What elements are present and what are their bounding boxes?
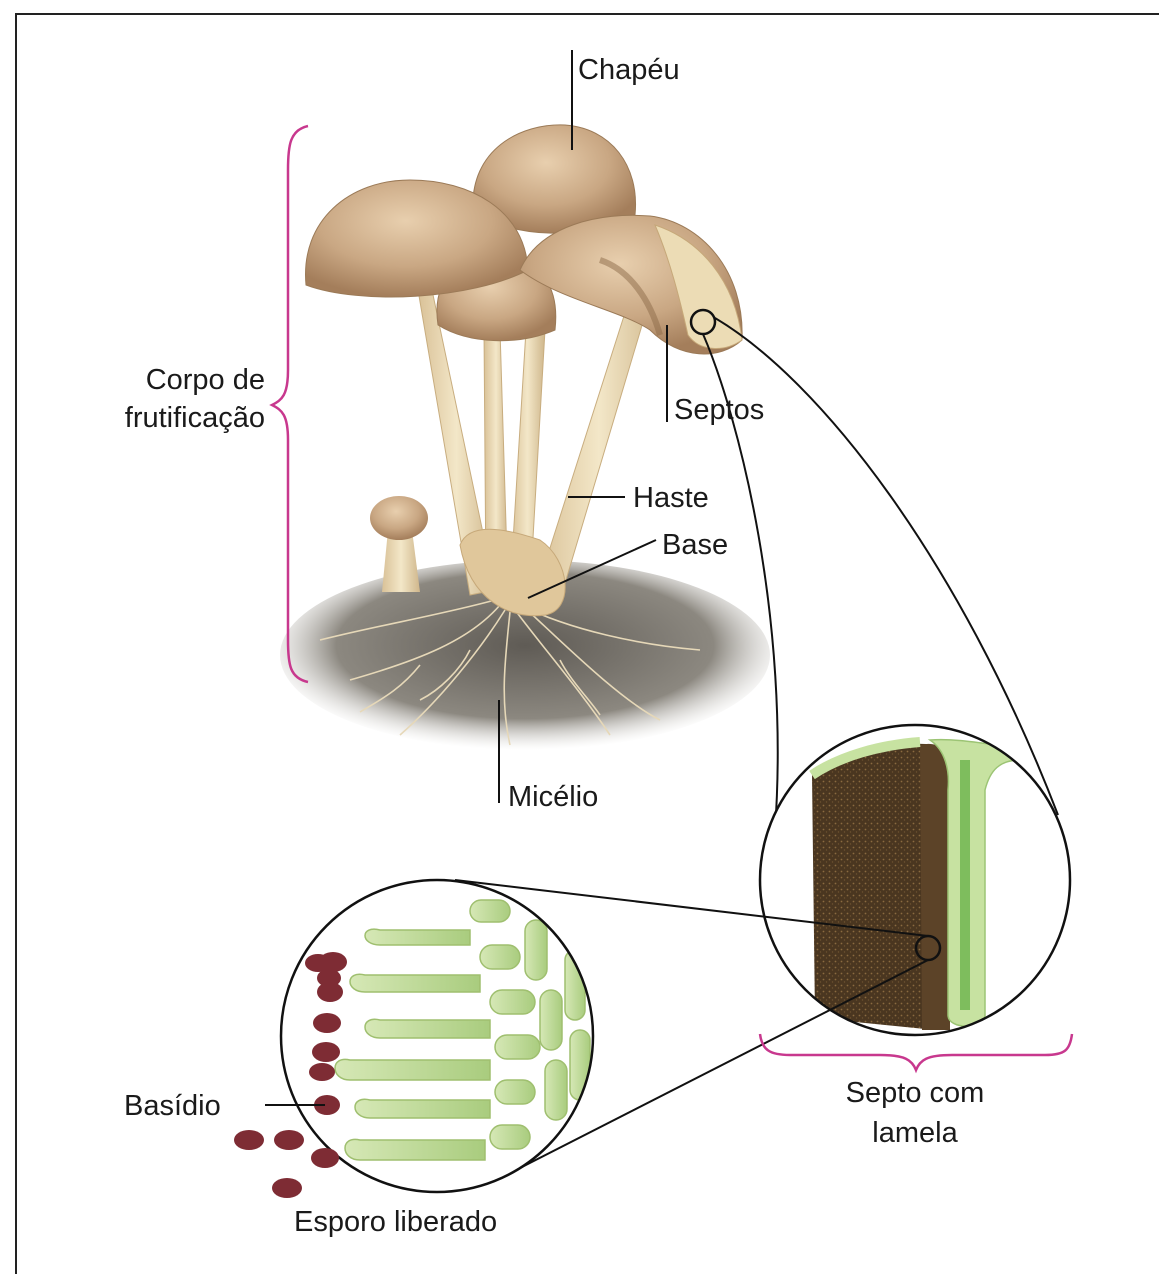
- label-haste: Haste: [633, 480, 709, 518]
- label-septo-line1: Septo com: [800, 1075, 1030, 1113]
- label-septos: Septos: [674, 392, 764, 430]
- label-corpo-line1: Corpo de: [90, 362, 265, 400]
- septum-bracket: [760, 1034, 1072, 1070]
- label-micelio: Micélio: [508, 779, 598, 817]
- septum-detail-circle: [760, 725, 1070, 1035]
- fruiting-body-bracket: [272, 126, 308, 682]
- mushroom-caps: [306, 125, 743, 354]
- label-septo-line2: lamela: [800, 1115, 1030, 1153]
- label-esporo: Esporo liberado: [294, 1204, 497, 1242]
- label-basidio: Basídio: [124, 1088, 221, 1126]
- basidia-detail-circle: [281, 880, 593, 1192]
- label-chapeu: Chapéu: [578, 52, 680, 90]
- label-corpo-line2: frutificação: [90, 400, 265, 438]
- label-base: Base: [662, 527, 728, 565]
